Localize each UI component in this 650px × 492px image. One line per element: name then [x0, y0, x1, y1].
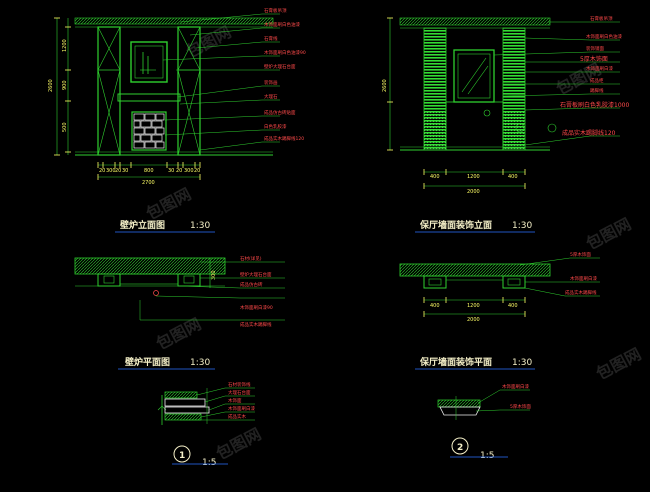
fireplace-plan: 300 石材(详见) 壁炉大理石台面 成品仿古砖 木饰面刷白漆90 成品实木踢脚…	[74, 255, 285, 370]
hall-plan: 400 1200 400 2000 5厚木饰面 木饰面刷白漆 成品实木踢脚线 保…	[399, 251, 600, 370]
fp-plan-scale: 1:30	[190, 358, 210, 368]
detail-2-number: 2	[457, 443, 463, 453]
dim-fp-v3: 500	[62, 122, 68, 132]
fp-elev-scale: 1:30	[190, 221, 210, 231]
dim-hall-total: 2000	[467, 189, 480, 195]
hall-plan-scale: 1:30	[512, 358, 532, 368]
dim-hall-plan-w2: 1200	[467, 303, 480, 309]
dim-fp-seg-8: 300	[184, 168, 194, 174]
hall-note-3: 装饰镜面	[586, 45, 604, 52]
hall-plan-note-2: 木饰面刷白漆	[570, 275, 597, 282]
fp-note-1: 石膏板吊顶	[264, 7, 287, 14]
dim-fp-seg-1: 20	[99, 168, 105, 174]
fp-plan-note-2: 壁炉大理石台面	[240, 271, 272, 278]
detail-1-scale: 1:5	[202, 458, 216, 468]
detail-1: 石材装饰线 大理石台面 木饰面 木饰面刷白漆 成品实木 1 1:5	[157, 381, 255, 468]
fp-note-10: 成品实木踢脚线120	[264, 135, 304, 142]
dim-hall-height: 2600	[382, 79, 388, 92]
dim-hall-w1: 400	[430, 174, 440, 180]
dim-fp-seg-9: 20	[194, 168, 200, 174]
detail-2-note-2: 5厚木饰面	[510, 403, 531, 410]
svg-text:包图网: 包图网	[583, 214, 634, 253]
fp-note-3: 石膏线	[264, 35, 278, 42]
dim-fp-v1: 1200	[62, 39, 68, 52]
fp-elev-title: 壁炉立面图	[120, 219, 165, 231]
svg-text:包图网: 包图网	[213, 424, 264, 463]
hall-note-7: 踢脚线	[590, 87, 604, 94]
hall-note-8: 石膏板刷白色乳胶漆1000	[560, 101, 629, 109]
hall-note-1: 石膏板吊顶	[590, 15, 613, 22]
hall-note-2: 木饰面刷白色油漆	[586, 33, 622, 40]
dim-hall-plan-w3: 400	[508, 303, 518, 309]
svg-text:包图网: 包图网	[143, 184, 194, 223]
dim-hall-plan-w1: 400	[430, 303, 440, 309]
dim-hall-w2: 1200	[467, 174, 480, 180]
dim-fp-seg-6: 30	[168, 168, 174, 174]
fp-note-5: 壁炉大理石台面	[264, 63, 296, 70]
hall-plan-title: 保厅墙面装饰平面	[419, 356, 492, 368]
fp-note-2: 木饰面刷白色油漆	[264, 21, 300, 28]
hall-elev-scale: 1:30	[512, 221, 532, 231]
dim-fp-seg-4: 30	[122, 168, 128, 174]
hall-plan-note-3: 成品实木踢脚线	[565, 289, 597, 296]
fp-note-8: 成品仿古砖贴面	[264, 109, 296, 116]
dim-fp-plan-depth: 300	[211, 270, 217, 280]
fp-plan-note-4: 木饰面刷白漆90	[240, 304, 273, 311]
detail-1-note-5: 成品实木	[228, 413, 246, 420]
watermark: 包图网 包图网 包图网 包图网 包图网 包图网 包图网	[143, 22, 644, 463]
detail-1-note-2: 大理石台面	[228, 389, 251, 396]
dim-fp-seg-7: 20	[176, 168, 182, 174]
dim-hall-w3: 400	[508, 174, 518, 180]
fp-plan-title: 壁炉平面图	[125, 356, 170, 368]
detail-2-scale: 1:5	[480, 451, 494, 461]
dim-hall-plan-total: 2000	[467, 317, 480, 323]
svg-text:包图网: 包图网	[593, 344, 644, 383]
fp-note-7: 大理石	[264, 93, 278, 100]
dim-fp-height: 2600	[48, 79, 54, 92]
hall-note-6: 成品柜	[590, 77, 604, 84]
hall-elevation: 2600 400 1200 400 2000 石膏板吊顶 木饰面刷白色油漆 装饰…	[382, 15, 629, 233]
hall-note-4: 5厚木饰面	[580, 55, 608, 63]
fp-plan-note-3: 成品仿古砖	[240, 281, 263, 288]
detail-1-number: 1	[179, 451, 185, 461]
hall-elev-title: 保厅墙面装饰立面	[419, 219, 492, 231]
fp-note-4: 木饰面刷白色油漆90	[264, 49, 306, 56]
detail-1-note-4: 木饰面刷白漆	[228, 405, 255, 412]
dim-fp-total: 2700	[142, 180, 155, 186]
fp-note-6: 装饰画	[264, 79, 278, 86]
dim-fp-seg-2: 300	[106, 168, 116, 174]
detail-1-note-1: 石材装饰线	[228, 381, 251, 388]
fp-plan-note-5: 成品实木踢脚线	[240, 321, 272, 328]
fp-plan-note-1: 石材(详见)	[240, 255, 262, 262]
detail-2: 木饰面刷白漆 5厚木饰面 2 1:5	[437, 383, 531, 461]
hall-note-5: 木饰面刷白漆	[586, 65, 613, 72]
detail-1-note-3: 木饰面	[228, 397, 242, 404]
svg-text:包图网: 包图网	[183, 22, 234, 61]
hall-note-9: 成品实木踢脚线120	[562, 129, 616, 137]
hall-plan-note-1: 5厚木饰面	[570, 251, 591, 258]
dim-fp-seg-3: 20	[115, 168, 121, 174]
fireplace-elevation: 2600 1200 900 500 20 300 20 30 800 30 20…	[48, 7, 306, 233]
dim-fp-v2: 900	[62, 80, 68, 90]
fp-note-9: 白色乳胶漆	[264, 123, 287, 130]
dim-fp-seg-5: 800	[144, 168, 154, 174]
detail-2-note-1: 木饰面刷白漆	[502, 383, 529, 390]
